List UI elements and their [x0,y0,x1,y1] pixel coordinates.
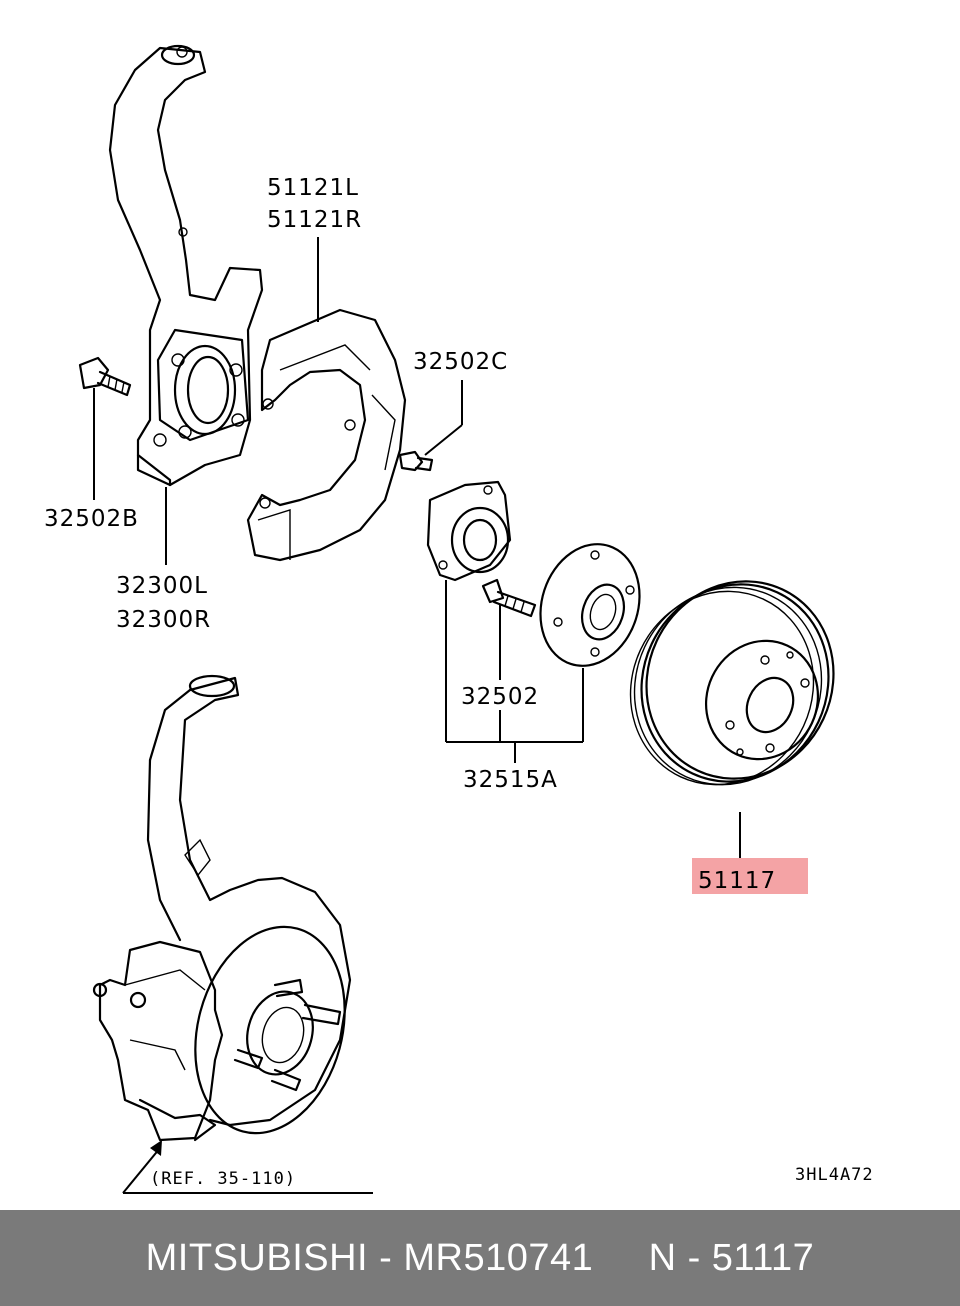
assembled-knuckle-caliper-drawing [92,674,352,1142]
label-51121r: 51121R [267,207,362,233]
label-32502: 32502 [461,684,539,710]
footer-bar: MITSUBISHI - MR510741 N - 51117 [0,1210,960,1306]
bolt-32502b-drawing [78,356,132,397]
label-32300l: 32300L [116,573,208,599]
bolt-32502c-drawing [398,450,434,472]
label-diagram-code: 3HL4A72 [795,1165,874,1185]
parts-diagram: 51121L 51121R 32502C 32502B 32300L 32300… [44,44,874,1194]
hub-bolt-drawing [481,578,537,618]
dust-shield-drawing [246,308,407,562]
footer-part-number: MITSUBISHI - MR510741 N - 51117 [145,1236,815,1279]
steering-knuckle-drawing [108,44,264,487]
label-32502b: 32502B [44,506,139,532]
label-ref-35-110: (REF. 35-110) [150,1169,296,1189]
label-51117: 51117 [698,868,776,894]
leader-lines [93,237,741,1194]
highlight-box [692,858,808,894]
label-32300r: 32300R [116,607,211,633]
label-51121l: 51121L [267,175,359,201]
hub-bearing-drawing [426,480,512,582]
label-32502c: 32502C [413,349,508,375]
label-32515a: 32515A [463,767,558,793]
hub-flange-drawing [539,543,641,667]
brake-disc-drawing [629,580,835,786]
